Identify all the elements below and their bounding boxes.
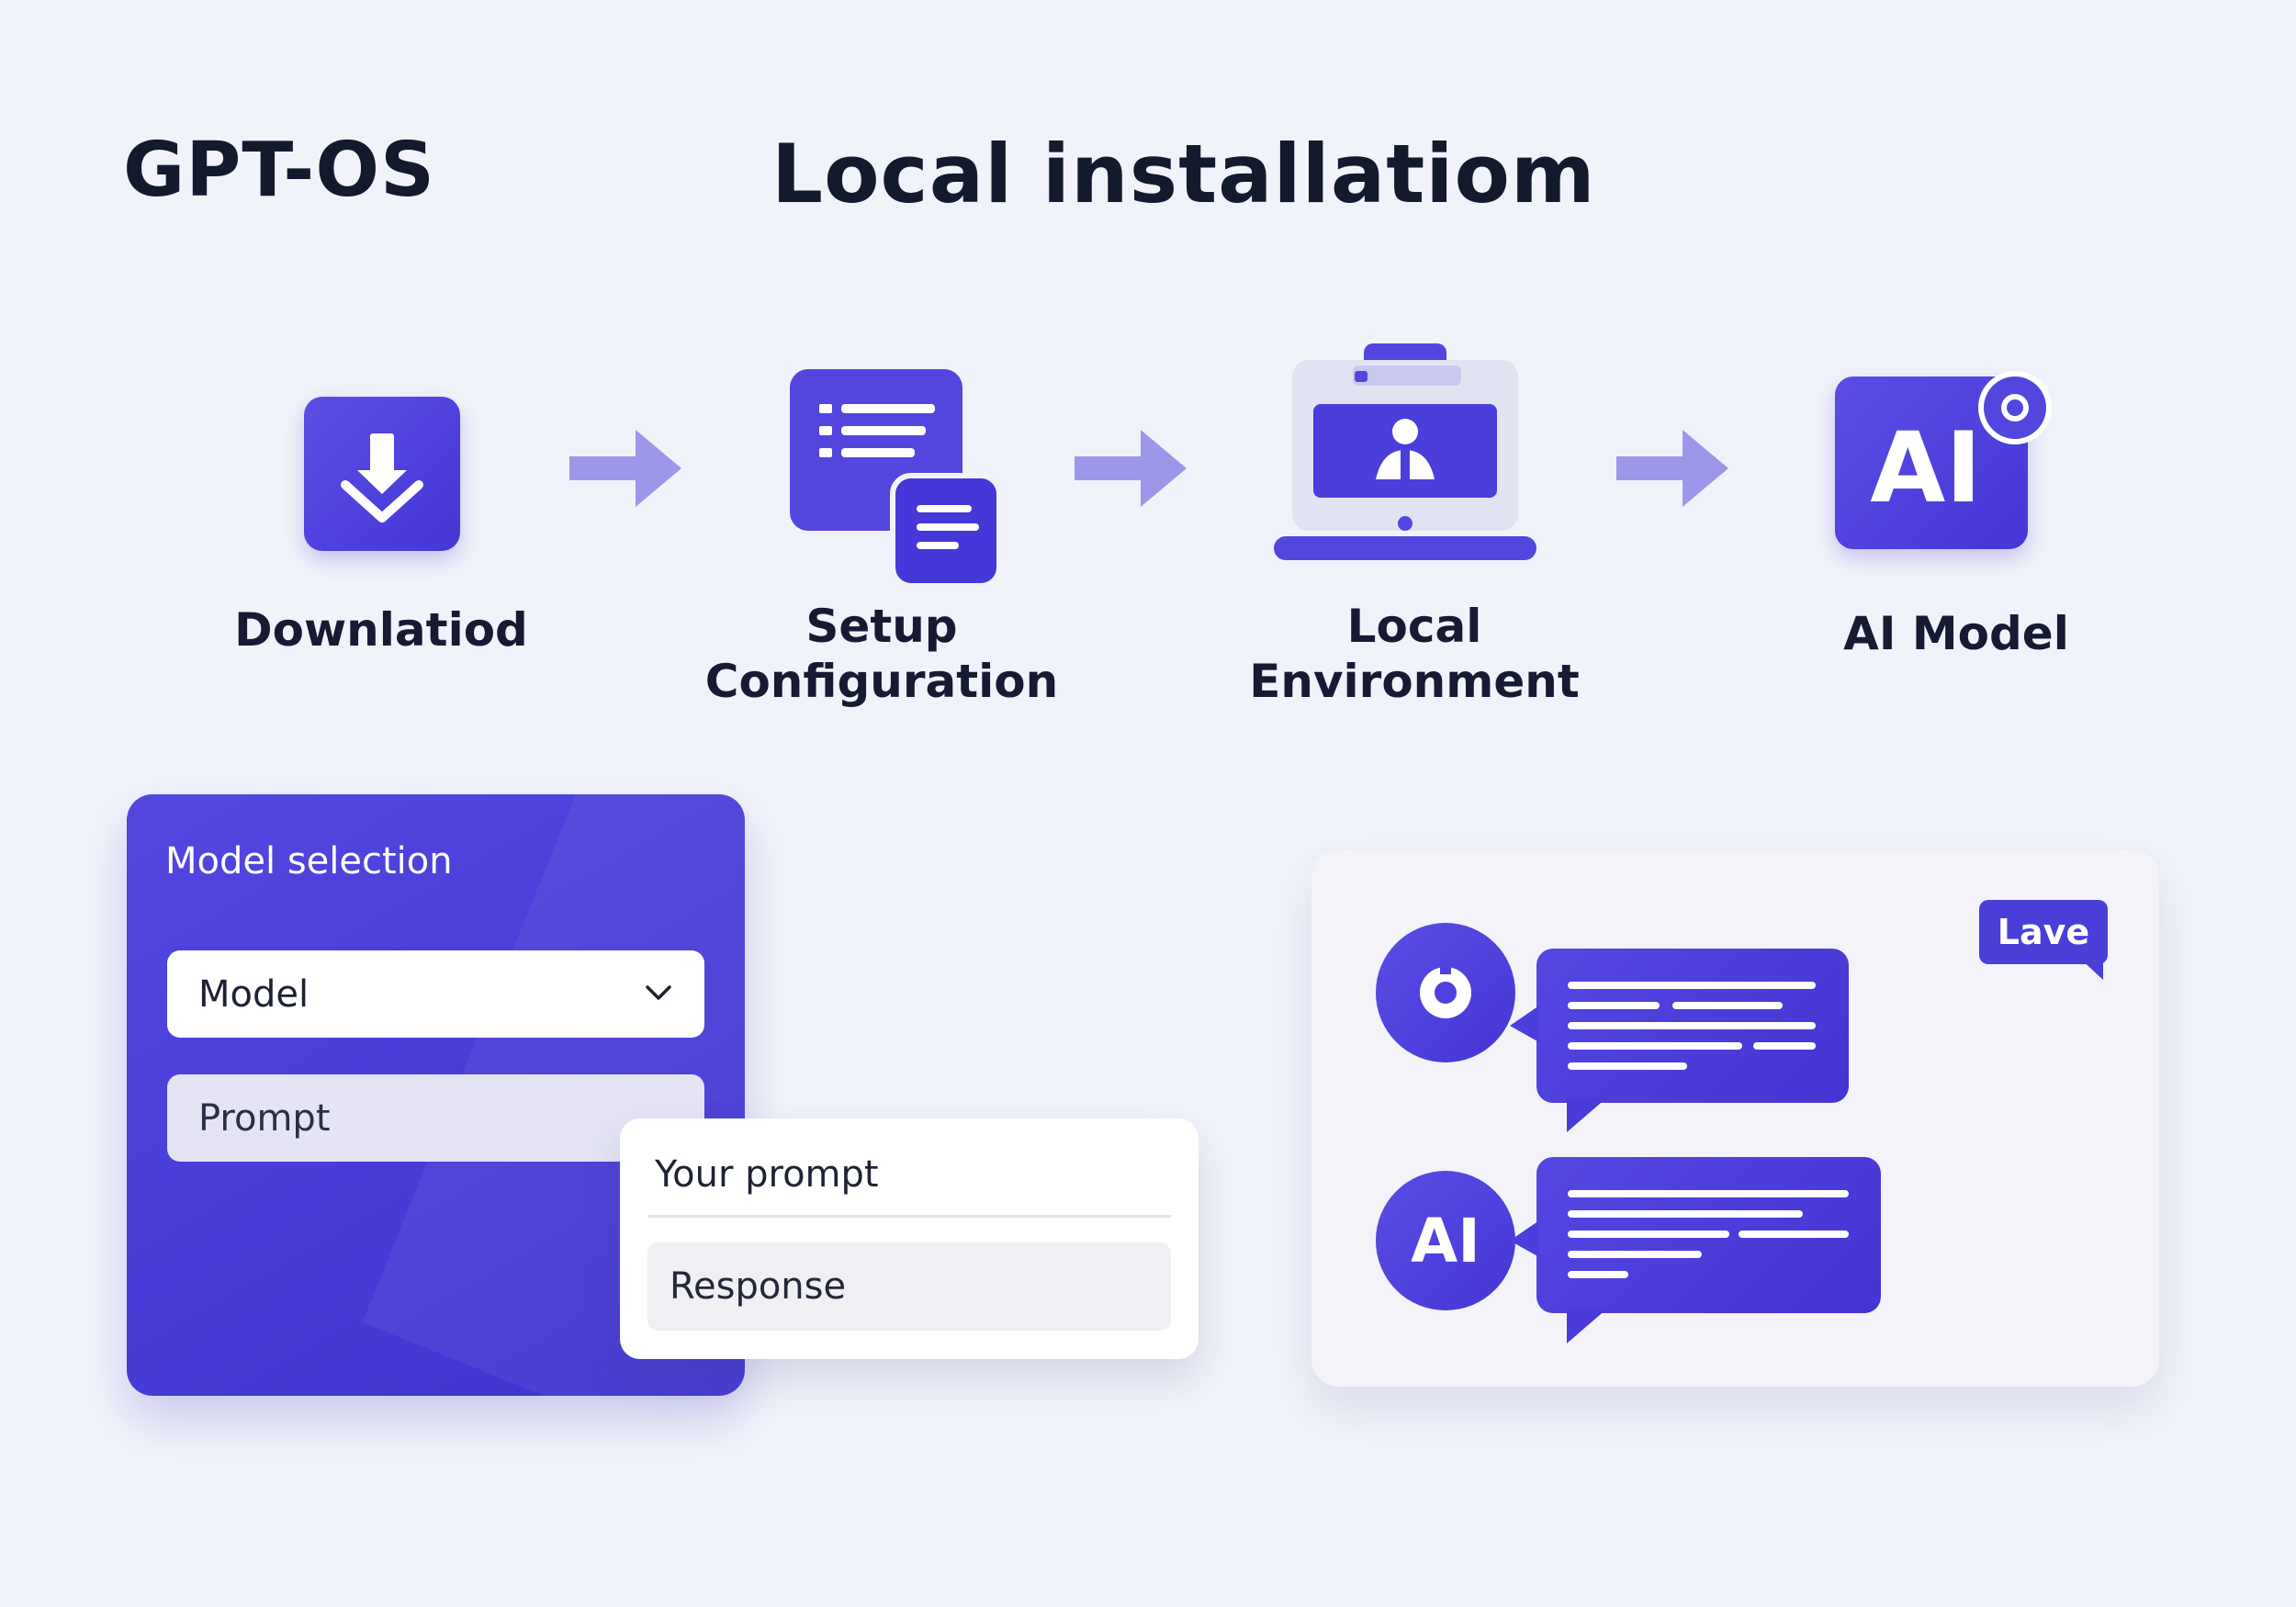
ai-icon-text: AI bbox=[1870, 410, 1982, 524]
ai-avatar-text: AI bbox=[1411, 1205, 1480, 1276]
bubble-tail bbox=[1567, 1097, 1607, 1132]
response-field: Response bbox=[647, 1242, 1171, 1331]
status-badge: Lave bbox=[1979, 900, 2108, 964]
message-bubble bbox=[1536, 949, 1849, 1103]
laptop-icon bbox=[1272, 342, 1538, 562]
arrow-right-icon bbox=[1616, 430, 1728, 507]
model-select-value: Model bbox=[198, 972, 310, 1016]
chevron-down-icon bbox=[646, 985, 671, 1000]
download-icon bbox=[304, 397, 460, 551]
step-label-ai-model: AI Model bbox=[1843, 607, 2069, 660]
prompt-label: Prompt bbox=[198, 1096, 331, 1140]
prompt-field[interactable]: Prompt bbox=[167, 1074, 704, 1162]
ai-avatar-icon: AI bbox=[1376, 1171, 1515, 1310]
bubble-tail bbox=[1510, 1220, 1539, 1257]
bubble-tail bbox=[1567, 1309, 1607, 1343]
arrow-right-icon bbox=[1075, 430, 1187, 507]
tag-tail bbox=[2079, 958, 2103, 980]
divider bbox=[647, 1215, 1171, 1218]
step-label-local: Local Environment bbox=[1249, 600, 1580, 708]
brand-title: GPT-OS bbox=[123, 127, 436, 214]
bubble-tail bbox=[1510, 1006, 1539, 1042]
prompt-response-card: Your prompt Response bbox=[620, 1118, 1199, 1359]
page-title: Local installatiom bbox=[771, 127, 1596, 221]
step-label-setup: Setup Configuration bbox=[704, 600, 1059, 708]
arrow-right-icon bbox=[569, 430, 681, 507]
chat-preview-card: Lave AI bbox=[1311, 849, 2159, 1387]
prompt-input[interactable]: Your prompt bbox=[655, 1153, 879, 1196]
model-select[interactable]: Model bbox=[167, 950, 704, 1038]
settings-badge-icon bbox=[1976, 369, 2054, 446]
message-bubble bbox=[1536, 1157, 1881, 1313]
user-avatar-icon bbox=[1376, 923, 1515, 1062]
configuration-icon bbox=[788, 367, 1002, 589]
response-label: Response bbox=[670, 1265, 847, 1308]
panel-title: Model selection bbox=[165, 840, 453, 882]
step-label-download: Downlatiod bbox=[234, 603, 528, 657]
status-badge-label: Lave bbox=[1997, 912, 2090, 952]
